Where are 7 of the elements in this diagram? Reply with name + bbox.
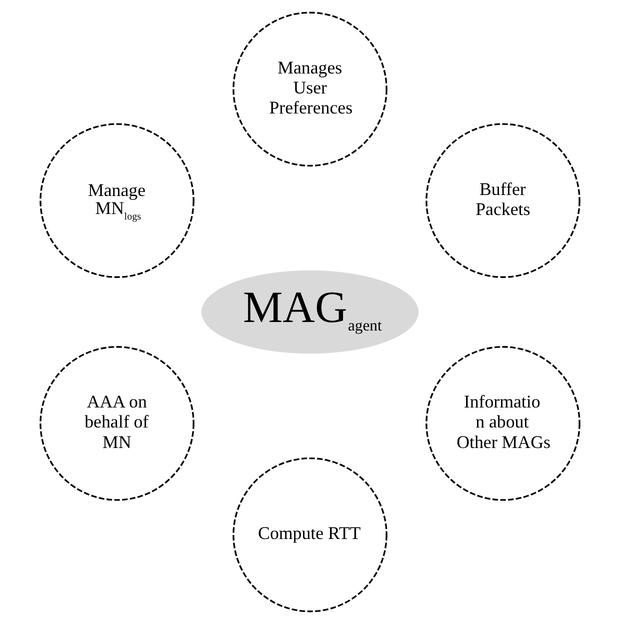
node-circle: Informatio n about Other MAGs (425, 346, 580, 501)
node-circle: Buffer Packets (425, 123, 580, 278)
node-circle: Compute RTT (232, 457, 387, 612)
node-circle: Manage MN$_{logs}$ (39, 123, 194, 278)
node-ellipse: MAG$_{agent}$ (201, 270, 418, 354)
node-circle: Manages User Preferences (232, 12, 387, 167)
node-circle: AAA on behalf of MN (39, 346, 194, 501)
